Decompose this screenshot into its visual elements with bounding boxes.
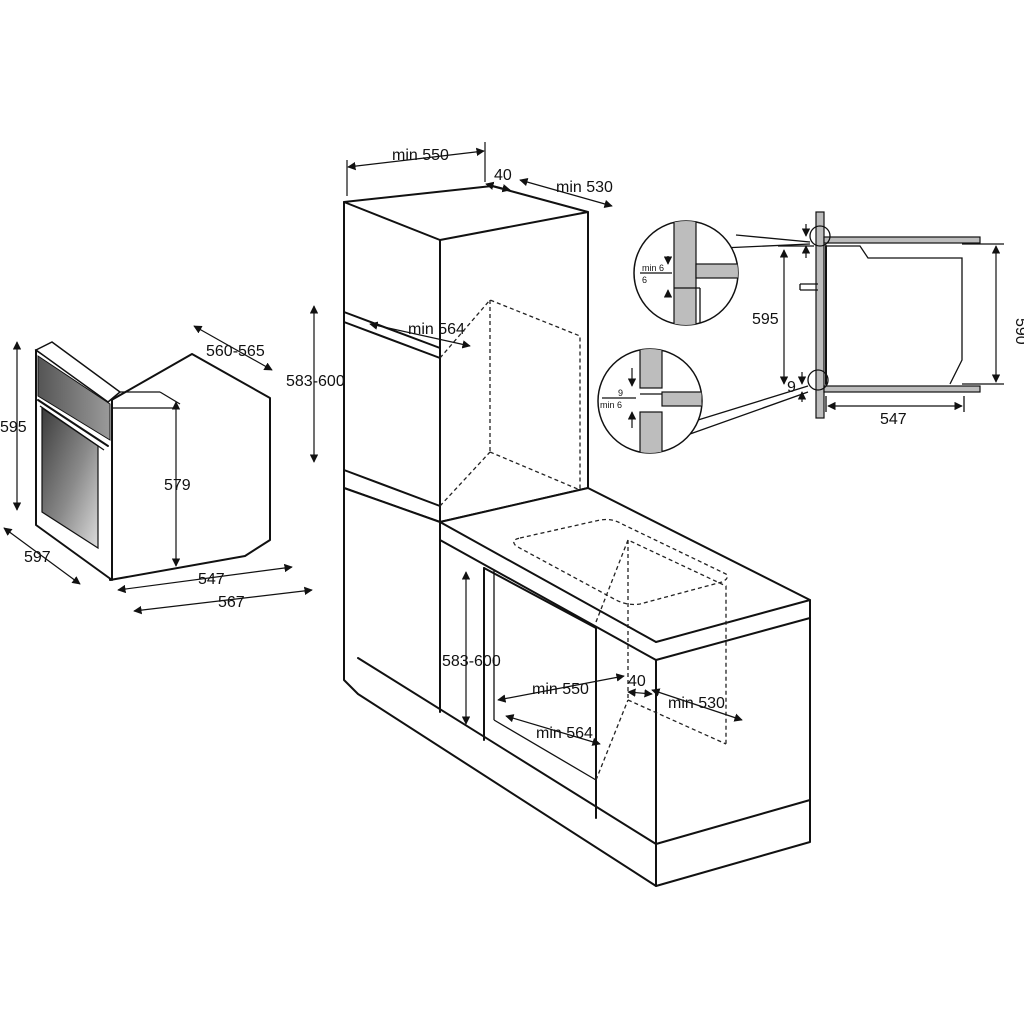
detail-top-gap-label: min 6: [642, 263, 664, 273]
detail-base-width-label: 547: [880, 411, 907, 428]
detail-mount-height-label: 595: [752, 311, 779, 328]
under-niche-height-label: 583-600: [442, 653, 501, 670]
tall-niche-width-label: min 550: [392, 147, 449, 164]
oven-drawing: 595 597 560-565 579 547 567: [0, 325, 313, 615]
detail-side-offset-label: 9: [787, 379, 796, 396]
detail-bottom-gap-b-label: min 6: [600, 400, 622, 410]
detail-total-height-label: 590: [1012, 318, 1024, 345]
magnifier-top: min 6 6: [633, 220, 739, 326]
oven-outer-width-label: 567: [218, 594, 245, 611]
oven-inner-height-label: 579: [164, 477, 191, 494]
cabinet-drawing: [343, 185, 811, 887]
oven-depth-label: 560-565: [206, 343, 265, 360]
tall-niche-depth-label: min 530: [556, 179, 613, 196]
under-inner-depth-label: min 564: [536, 725, 593, 742]
detail-bottom-gap-a-label: 9: [618, 388, 623, 398]
cabinet-dimensions: min 550 40 min 530 min 564 583-600 583-6…: [286, 142, 743, 746]
under-niche-depth-label: min 530: [668, 695, 725, 712]
tall-niche-height-label: 583-600: [286, 373, 345, 390]
under-gap-label: 40: [628, 673, 646, 690]
magnifier-bottom: 9 min 6: [597, 348, 703, 454]
under-niche-width-label: min 550: [532, 681, 589, 698]
tall-gap-label: 40: [494, 167, 512, 184]
tall-inner-depth-label: min 564: [408, 321, 465, 338]
detail-top-gap-unit: 6: [642, 275, 647, 285]
oven-inner-width-label: 547: [198, 571, 225, 588]
section-detail: 595 9 590 547: [689, 211, 1024, 435]
oven-height-label: 595: [0, 419, 27, 436]
oven-width-label: 597: [24, 549, 51, 566]
